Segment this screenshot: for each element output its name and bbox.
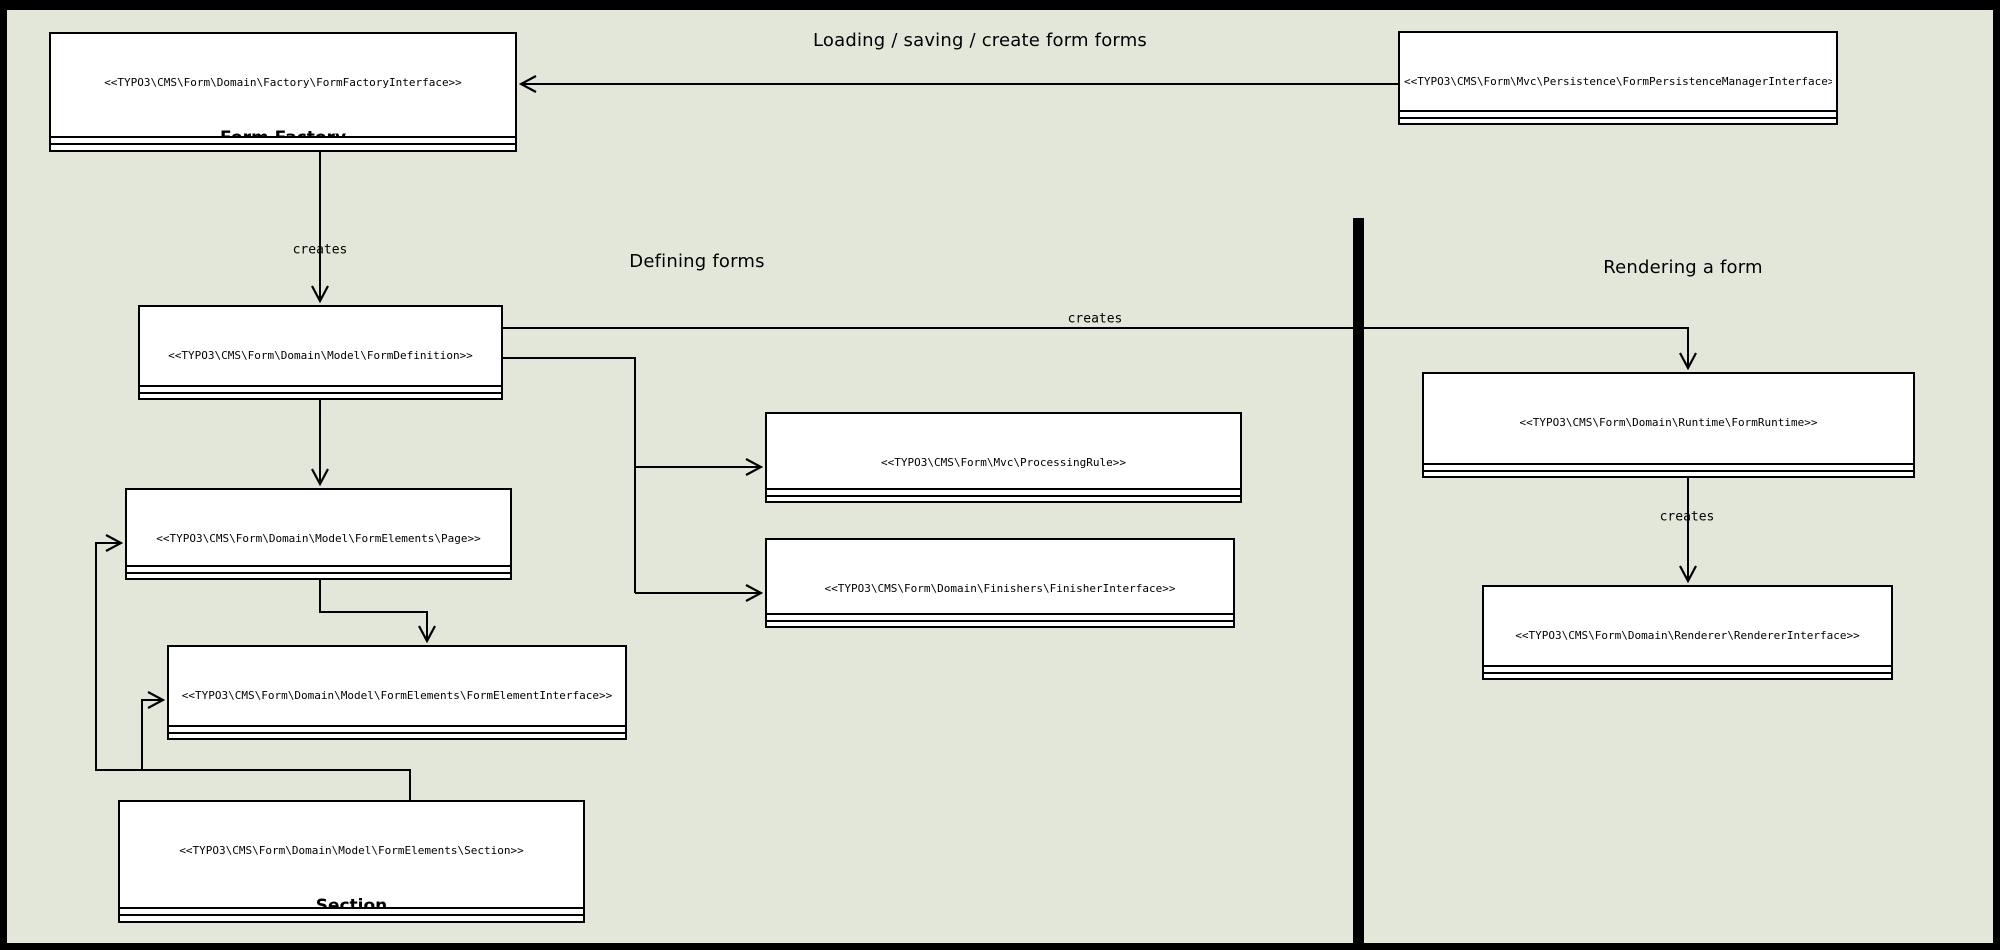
edge-definition-creates-runtime — [503, 327, 1688, 368]
class-body: + A processing rule contains property ma… — [767, 490, 1240, 496]
class-box-renderer: <<TYPO3\CMS\Form\Domain\Renderer\Rendere… — [1482, 585, 1893, 680]
class-header: <<TYPO3\CMS\Form\Domain\Factory\FormFact… — [51, 34, 515, 138]
class-body: + A Finisher is executed once a form is … — [767, 615, 1233, 621]
class-body: + Represents the current state of the fo… — [1424, 465, 1913, 470]
class-methods-compartment — [767, 620, 1233, 626]
class-methods-compartment — [169, 732, 625, 738]
visibility-marker: + — [773, 493, 1234, 496]
class-name: Form Factory — [55, 128, 511, 136]
class-header: <<TYPO3\CMS\Form\Domain\Model\FormElemen… — [127, 490, 510, 568]
edge-page-to-form-element — [319, 580, 427, 641]
panel-divider-horizontal — [0, 0, 2000, 10]
class-stereotype: <<TYPO3\CMS\Form\Mvc\ProcessingRule>> — [880, 456, 1127, 469]
class-stereotype: <<TYPO3\CMS\Form\Mvc\Persistence\FormPer… — [1404, 75, 1832, 88]
class-body: + The Domain Model of the form — [140, 387, 501, 393]
class-body: + A Section implements a fieldset-like g… — [120, 909, 583, 914]
class-header: <<TYPO3\CMS\Form\Domain\Runtime\FormRunt… — [1424, 374, 1913, 465]
class-body: + Render a FormDefinition — [1484, 667, 1891, 673]
class-header: <<TYPO3\CMS\Form\Mvc\ProcessingRule>> Pr… — [767, 414, 1240, 491]
class-name: Section — [315, 896, 388, 909]
visibility-marker: + — [1406, 115, 1830, 118]
class-methods-compartment — [1424, 469, 1913, 476]
visibility-marker: + — [1430, 467, 1907, 470]
panel-title-loading: Loading / saving / create form forms — [812, 30, 1148, 51]
visibility-marker: + — [773, 618, 1227, 621]
visibility-marker: + — [146, 390, 495, 393]
class-methods-compartment — [140, 392, 501, 398]
class-header: <<TYPO3\CMS\Form\Domain\Model\FormDefini… — [140, 307, 501, 388]
class-stereotype: <<TYPO3\CMS\Form\Domain\Model\FormElemen… — [181, 689, 613, 702]
class-box-processing-rule: <<TYPO3\CMS\Form\Mvc\ProcessingRule>> Pr… — [765, 412, 1242, 503]
visibility-marker: + — [126, 911, 577, 914]
visibility-marker: + — [1490, 670, 1885, 673]
class-box-form-runtime: <<TYPO3\CMS\Form\Domain\Runtime\FormRunt… — [1422, 372, 1915, 478]
class-stereotype: <<TYPO3\CMS\Form\Domain\Factory\FormFact… — [104, 76, 462, 89]
edge-definition-junction — [503, 357, 636, 593]
edge-label-creates-renderer: creates — [1659, 509, 1715, 525]
panel-title-defining: Defining forms — [629, 251, 765, 272]
class-stereotype: <<TYPO3\CMS\Form\Domain\Model\FormElemen… — [156, 532, 481, 545]
edge-section-to-form-element — [141, 700, 163, 770]
class-header: <<TYPO3\CMS\Form\Domain\Model\FormElemen… — [169, 647, 625, 728]
class-box-section: <<TYPO3\CMS\Form\Domain\Model\FormElemen… — [118, 800, 585, 923]
class-stereotype: <<TYPO3\CMS\Form\Domain\Model\FormElemen… — [179, 844, 524, 857]
class-methods-compartment — [1484, 672, 1891, 678]
edge-label-creates-runtime: creates — [1067, 311, 1123, 327]
class-box-form-factory: <<TYPO3\CMS\Form\Domain\Factory\FormFact… — [49, 32, 517, 152]
class-body: + save / load / list <formDefinitions> — [1400, 112, 1836, 118]
class-box-finisher: <<TYPO3\CMS\Form\Domain\Finishers\Finish… — [765, 538, 1235, 628]
class-methods-compartment — [767, 495, 1240, 501]
class-body: + Build up a TYPO3\CMS\Form\Domain\Model… — [51, 138, 515, 143]
class-methods-compartment — [51, 142, 515, 150]
class-methods-compartment — [1400, 117, 1836, 123]
panel-divider-vertical — [1353, 218, 1364, 950]
class-stereotype: <<TYPO3\CMS\Form\Domain\Model\FormDefini… — [168, 349, 473, 362]
class-header: <<TYPO3\CMS\Form\Mvc\Persistence\FormPer… — [1400, 33, 1836, 113]
class-stereotype: <<TYPO3\CMS\Form\Domain\Runtime\FormRunt… — [1519, 416, 1818, 429]
class-stereotype: <<TYPO3\CMS\Form\Domain\Renderer\Rendere… — [1515, 629, 1860, 642]
visibility-marker: + — [57, 140, 509, 143]
class-header: <<TYPO3\CMS\Form\Domain\Finishers\Finish… — [767, 540, 1233, 616]
class-header: <<TYPO3\CMS\Form\Domain\Renderer\Rendere… — [1484, 587, 1891, 668]
class-box-form-definition: <<TYPO3\CMS\Form\Domain\Model\FormDefini… — [138, 305, 503, 400]
class-box-form-persistence-manager: <<TYPO3\CMS\Form\Mvc\Persistence\FormPer… — [1398, 31, 1838, 125]
class-box-page: <<TYPO3\CMS\Form\Domain\Model\FormElemen… — [125, 488, 512, 580]
panel-title-rendering: Rendering a form — [1603, 257, 1763, 278]
class-stereotype: <<TYPO3\CMS\Form\Domain\Finishers\Finish… — [824, 582, 1176, 595]
class-methods-compartment — [120, 913, 583, 921]
edge-label-creates-definition: creates — [292, 242, 348, 258]
class-header: <<TYPO3\CMS\Form\Domain\Model\FormElemen… — [120, 802, 583, 909]
class-methods-compartment — [127, 572, 510, 578]
class-box-form-element: <<TYPO3\CMS\Form\Domain\Model\FormElemen… — [167, 645, 627, 740]
